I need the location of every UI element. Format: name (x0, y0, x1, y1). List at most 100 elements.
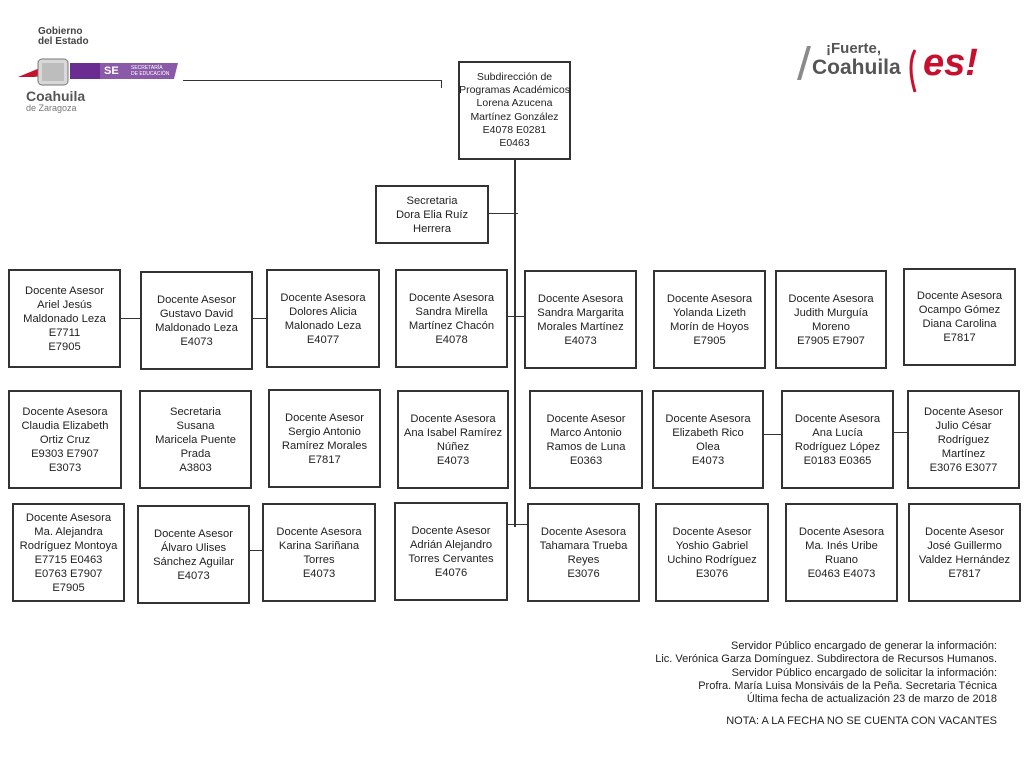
node-line: Docente Asesora (537, 292, 624, 305)
node-r3-adrian: Docente Asesor Adrián Alejandro Torres C… (394, 502, 508, 601)
vacancy-note: NOTA: A LA FECHA NO SE CUENTA CON VACANT… (726, 715, 997, 728)
node-r2-marco: Docente Asesor Marco Antonio Ramos de Lu… (529, 390, 643, 489)
node-line: Ramos de Luna (546, 440, 626, 453)
node-line: Ocampo Gómez (918, 304, 1001, 316)
node-line: Lorena Azucena (476, 97, 553, 110)
node-line: Susana (176, 419, 215, 432)
node-line: Docente Asesor (672, 525, 752, 538)
node-r2-julio: Docente Asesor Julio César Rodríguez Mar… (907, 390, 1020, 489)
node-line: Docente Asesor (411, 524, 491, 537)
slogan-main: Coahuila (812, 56, 901, 79)
node-line: E7905 (693, 334, 726, 347)
connector-r1-a (120, 318, 141, 319)
node-r1-diana: Docente Asesora Ocampo Gómez Diana Carol… (903, 268, 1016, 366)
node-line: Docente Asesor (154, 527, 233, 540)
node-line: Docente Asesor (285, 411, 364, 424)
node-r3-jose: Docente Asesor José Guillermo Valdez Her… (908, 503, 1021, 602)
node-r2-susana: Secretaria Susana Maricela Puente Prada … (139, 390, 252, 489)
node-line: E4073 (564, 334, 597, 347)
node-line: E0183 E0365 (803, 454, 872, 467)
node-line: Subdirección de (476, 71, 553, 84)
gov-line2: del Estado (38, 36, 89, 47)
node-line: E7905 (48, 340, 81, 353)
node-line: Morales Martínez (537, 320, 624, 333)
node-line: Malonado Leza (284, 319, 362, 332)
node-line: Programas Académicos (459, 84, 570, 97)
node-line: Docente Asesor (546, 412, 626, 425)
node-line: E3076 (695, 567, 729, 580)
node-r1-dolores: Docente Asesora Dolores Alicia Malonado … (266, 269, 380, 368)
node-line: Gustavo David (159, 307, 234, 320)
node-line: Judith Murguía (793, 306, 868, 319)
node-line: Torres Cervantes (408, 552, 494, 565)
node-line: Docente Asesora (540, 525, 627, 538)
node-line: E7817 (308, 453, 341, 466)
node-line: Ana Isabel Ramírez (403, 426, 503, 439)
node-line: Adrián Alejandro (409, 538, 493, 551)
node-line: Docente Asesora (798, 525, 885, 538)
node-line: Docente Asesora (25, 511, 112, 524)
node-r3-alejandra: Docente Asesora Ma. Alejandra Rodríguez … (12, 503, 125, 602)
se-text2: DE EDUCACIÓN (131, 71, 170, 77)
node-r2-claudia: Docente Asesora Claudia Elizabeth Ortiz … (8, 390, 122, 489)
footer-line: Profra. María Luisa Monsiváis de la Peña… (698, 679, 997, 692)
node-line: Tahamara Trueba (539, 539, 628, 552)
node-r3-tahamara: Docente Asesora Tahamara Trueba Reyes E3… (527, 503, 640, 602)
node-line: Docente Asesor (157, 293, 236, 306)
node-line: Ma. Alejandra (34, 525, 103, 538)
node-line: Uchino Rodríguez (667, 553, 757, 566)
node-line: Núñez (436, 440, 470, 453)
node-line: Docente Asesora (665, 412, 751, 425)
node-line: Martínez Chacón (408, 319, 495, 332)
node-line: E4073 (180, 335, 213, 348)
node-line: Álvaro Ulises (160, 541, 227, 554)
secretary-connector (488, 213, 518, 214)
node-r3-yoshio: Docente Asesor Yoshio Gabriel Uchino Rod… (655, 503, 769, 602)
node-r2-sergio: Docente Asesor Sergio Antonio Ramírez Mo… (268, 389, 381, 488)
node-line: Secretaria (170, 405, 221, 418)
node-line: Maricela Puente (155, 433, 236, 446)
connector-r1-b (252, 318, 267, 319)
node-line: E4073 (436, 454, 470, 467)
node-line: Ramírez Morales (281, 439, 368, 452)
node-r2-ana-isabel: Docente Asesora Ana Isabel Ramírez Núñez… (397, 390, 509, 489)
node-line: Sandra Margarita (537, 306, 624, 319)
node-line: Rodríguez López (794, 440, 881, 453)
node-line: E7905 (52, 581, 85, 594)
node-line: Docente Asesora (916, 290, 1003, 302)
se-text1: SECRETARÍA (131, 65, 163, 71)
state-seal-icon (18, 58, 178, 86)
header-bracket-tick (441, 80, 442, 88)
node-line: Claudia Elizabeth (21, 419, 109, 432)
node-line: Rodríguez Montoya (19, 539, 118, 552)
node-line: Docente Asesora (794, 412, 881, 425)
node-line: Docente Asesor (925, 525, 1004, 538)
footer-line: Servidor Público encargado de generar la… (731, 640, 997, 652)
footer-line: Servidor Público encargado de solicitar … (731, 666, 997, 679)
node-line: Sergio Antonio (288, 425, 361, 438)
node-line: E4073 (177, 569, 210, 582)
node-line: Julio César (935, 419, 992, 432)
node-line: E9303 E7907 (31, 447, 99, 460)
node-line: Olea (696, 440, 720, 453)
node-line: E0363 (569, 454, 603, 467)
node-line: Sandra Mirella (415, 305, 488, 318)
node-line: Diana Carolina (922, 318, 997, 330)
node-line: Dora Elia Ruíz (395, 208, 469, 221)
node-line: Docente Asesora (666, 292, 753, 305)
node-line: E0763 E7907 (34, 567, 103, 580)
node-r2-ana-lucia: Docente Asesora Ana Lucía Rodríguez Lópe… (781, 390, 894, 489)
slogan-graphic-icon (797, 46, 917, 93)
gobierno-coahuila-logo: Gobierno del Estado SE SECRETARÍA DE EDU… (14, 27, 184, 117)
main-trunk-line (514, 159, 516, 527)
node-line: Martínez (941, 447, 986, 460)
se-label: SE (104, 65, 119, 77)
node-line: José Guillermo (927, 539, 1002, 552)
node-r1-ariel: Docente Asesor Ariel Jesús Maldonado Lez… (8, 269, 121, 368)
node-line: E7817 (948, 567, 981, 580)
connector-r2-a (762, 434, 782, 435)
node-line: Ruano (825, 553, 858, 566)
node-line: Docente Asesora (408, 291, 495, 304)
node-line: Dolores Alicia (289, 305, 357, 318)
node-line: E0463 E4073 (807, 567, 876, 580)
